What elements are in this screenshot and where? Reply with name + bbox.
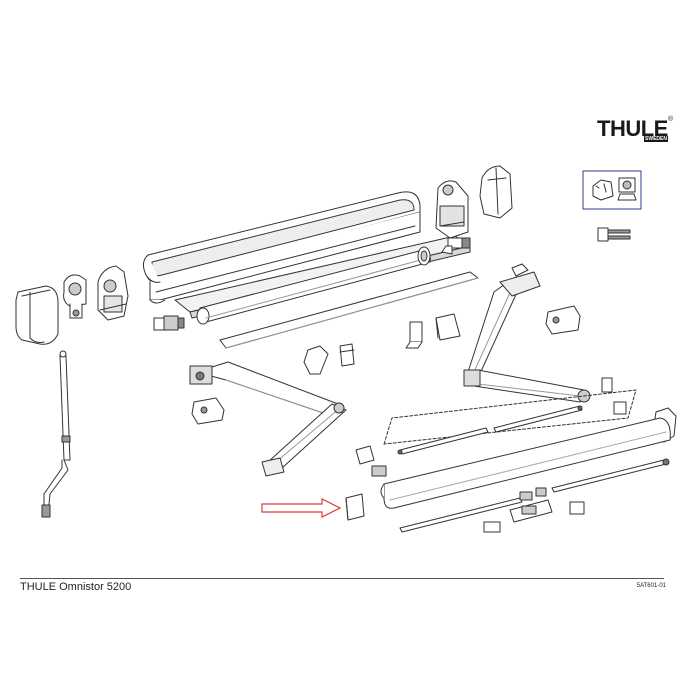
crank-handle (41, 350, 71, 518)
lower-lead-rail (399, 458, 670, 533)
front-bar-profile (380, 417, 671, 509)
lower-clip-a (483, 521, 501, 533)
right-arm-bracket (545, 305, 581, 335)
middle-bracket-b (339, 343, 355, 367)
drawing-code: 5AT601-01 (636, 583, 666, 589)
left-gear-housing (97, 265, 129, 321)
spring-plug (153, 315, 185, 331)
left-awning-arm (189, 361, 347, 477)
lower-clip-c (569, 501, 585, 515)
highlight-arrow (261, 498, 342, 518)
middle-clip-c (405, 321, 423, 349)
right-gear-housing (435, 180, 469, 239)
right-coupling (441, 237, 471, 255)
footer-divider (20, 578, 664, 579)
logo-text: THULE (597, 116, 668, 141)
left-end-cap (15, 285, 59, 345)
cassette-housing (142, 191, 421, 304)
lead-rail-insert (219, 271, 479, 349)
logo-sub: SWEDEN (644, 136, 668, 142)
small-stopper (601, 377, 613, 393)
front-bar-end-cap-left (345, 493, 365, 521)
middle-bracket-a (303, 345, 329, 375)
left-crank-bracket (63, 274, 87, 319)
logo-registered-mark: ® (667, 116, 673, 123)
left-small-bracket-rail (355, 445, 387, 477)
tension-rails (397, 405, 583, 455)
dashed-rail-group (383, 389, 637, 445)
inset-detail-box (582, 170, 642, 210)
footer-title: THULE Omnistor 5200 (20, 581, 132, 593)
small-clip (613, 401, 627, 415)
left-arm-bracket (191, 397, 225, 425)
roller-end-plug (597, 227, 631, 242)
roller-small-plug (417, 246, 431, 266)
right-end-cap (479, 165, 513, 219)
right-awning-arm (463, 263, 591, 403)
lower-bracket-b (509, 499, 553, 523)
thule-logo: THULE SWEDEN ® (597, 116, 673, 144)
middle-bracket-d (435, 313, 461, 341)
